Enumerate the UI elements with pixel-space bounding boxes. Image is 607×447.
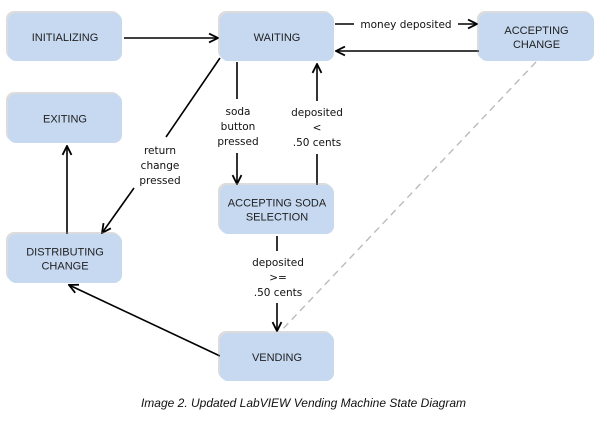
- edge-label-line: .50 cents: [293, 137, 342, 149]
- edge-label-line: pressed: [139, 175, 180, 187]
- node-accepting-change: ACCEPTING CHANGE: [477, 11, 594, 61]
- label-return-change-pressed: return change pressed: [139, 145, 180, 187]
- edge-label-line: return: [144, 145, 176, 157]
- node-initializing: INITIALIZING: [6, 11, 122, 61]
- node-box: [220, 13, 334, 61]
- edge-labels: money deposited soda button pressed deposi…: [139, 19, 451, 299]
- node-label: ACCEPTING: [504, 25, 568, 37]
- node-label: ACCEPTING SODA: [228, 198, 327, 210]
- node-label: WAITING: [254, 32, 301, 44]
- node-box: [8, 13, 122, 61]
- node-distributing-change: DISTRIBUTING CHANGE: [6, 232, 122, 283]
- node-accepting-soda-selection: ACCEPTING SODA SELECTION: [218, 183, 334, 234]
- node-label: CHANGE: [513, 39, 560, 51]
- edge-label-line: button: [221, 121, 256, 133]
- edge-label-line: deposited: [252, 257, 304, 269]
- edge-waiting-to-distributing-b: [102, 187, 135, 233]
- edge-label-line: soda: [226, 106, 251, 118]
- edge-label-line: .50 cents: [254, 287, 303, 299]
- edge-accepting-change-to-vending-dashed: [279, 61, 537, 333]
- node-box: [220, 333, 334, 381]
- node-waiting: WAITING: [218, 11, 334, 61]
- node-label: SELECTION: [246, 212, 308, 224]
- node-label: DISTRIBUTING: [26, 247, 104, 259]
- edge-waiting-to-distributing-a: [165, 57, 221, 138]
- node-box: [220, 185, 334, 234]
- label-deposited-geq: deposited >= .50 cents: [252, 257, 304, 299]
- edge-label-line: deposited: [291, 107, 343, 119]
- edges: [67, 24, 537, 357]
- figure-caption: Image 2. Updated LabVIEW Vending Machine…: [140, 396, 467, 410]
- node-box: [8, 94, 122, 143]
- edge-label-line: pressed: [217, 136, 258, 148]
- label-deposited-less: deposited < .50 cents: [291, 107, 343, 149]
- label-soda-button-pressed: soda button pressed: [217, 106, 258, 148]
- edge-label-line: <: [313, 122, 322, 134]
- node-vending: VENDING: [218, 331, 334, 381]
- label-money-deposited: money deposited: [360, 19, 451, 31]
- node-label: EXITING: [43, 114, 87, 126]
- node-exiting: EXITING: [6, 92, 122, 143]
- node-label: VENDING: [252, 352, 302, 364]
- edge-label-line: change: [141, 160, 180, 172]
- edge-vending-to-distributing: [69, 285, 221, 357]
- node-label: CHANGE: [41, 261, 88, 273]
- node-box: [479, 13, 594, 61]
- node-box: [8, 234, 122, 283]
- node-label: INITIALIZING: [32, 32, 99, 44]
- edge-label-line: >=: [269, 272, 287, 284]
- edge-label-line: money deposited: [360, 19, 451, 31]
